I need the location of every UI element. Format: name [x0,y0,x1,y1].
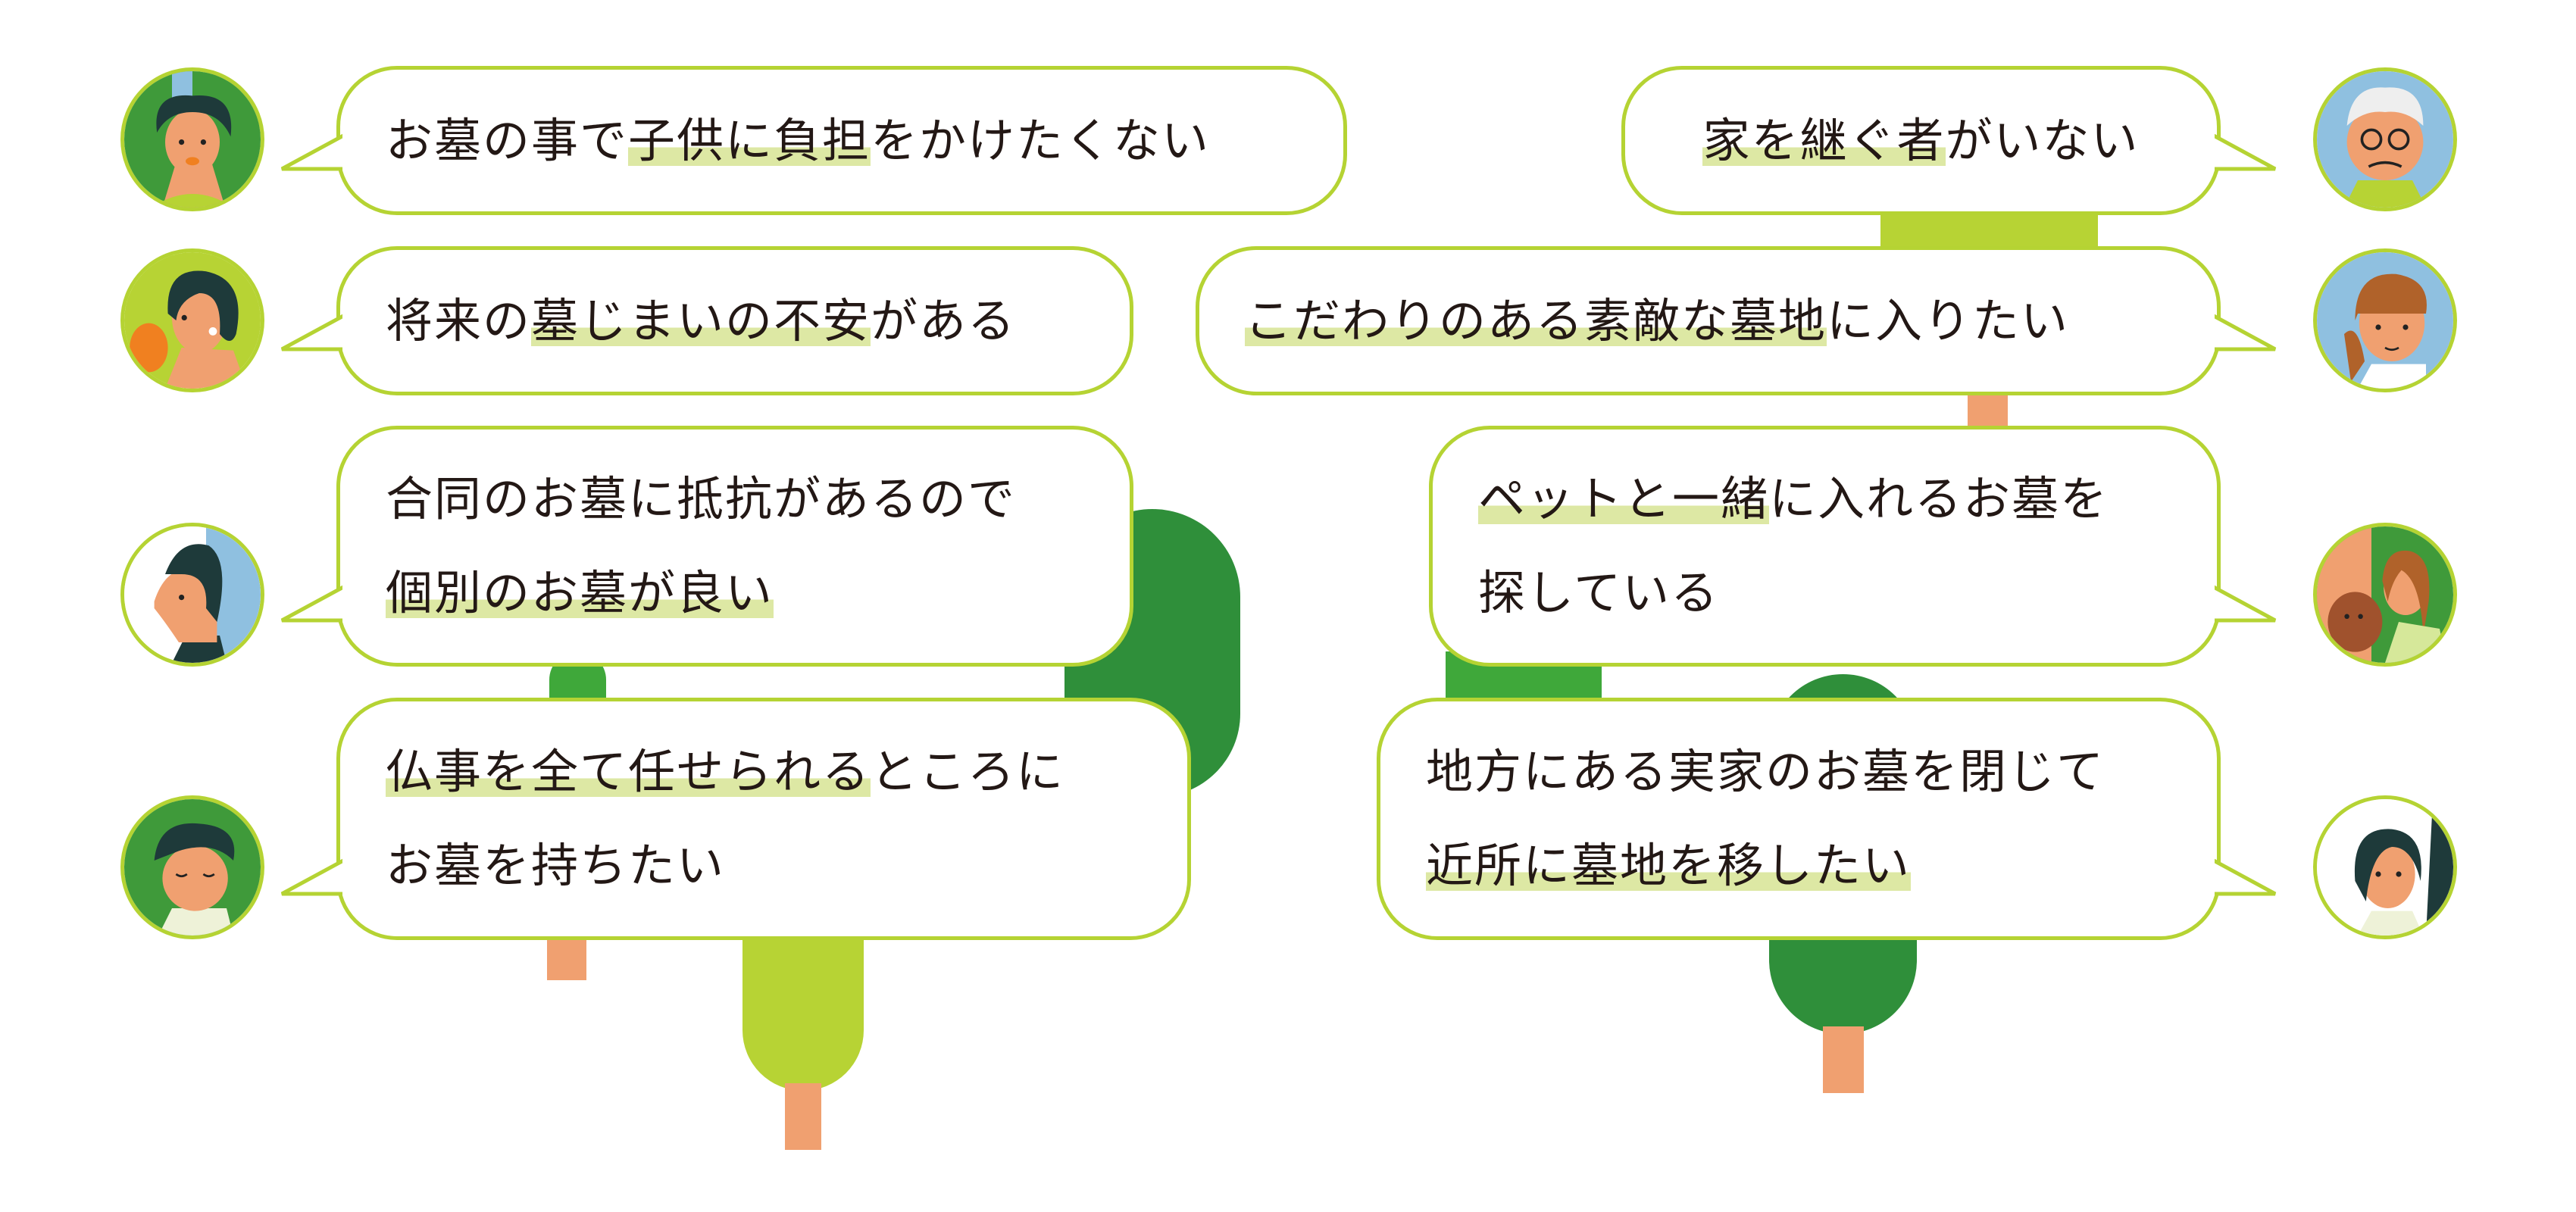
highlighted-text: 子供に負担 [628,112,871,168]
avatar-girl [2313,248,2457,392]
highlighted-text: 墓じまいの不安 [531,292,871,348]
bubble-text-line: 地方にある実家のお墓を閉じて [1426,725,2171,819]
speech-bubble-right-4: 地方にある実家のお墓を閉じて近所に墓地を移したい [1377,698,2277,940]
speech-bubble-right-1: 家を継ぐ者がいない [1621,66,2277,215]
bubble-text-line: お墓を持ちたい [386,819,1142,913]
bubble-text-line: 将来の墓じまいの不安がある [386,274,1084,368]
speech-bubble-left-4: 仏事を全て任せられるところにお墓を持ちたい [280,698,1191,940]
bubble-text: ところに [871,744,1065,799]
highlighted-text: こだわりのある素敵な墓地 [1245,292,1827,348]
bubble-text: 地方にある実家のお墓を閉じて [1426,744,2106,799]
avatar-woman-long-hair [2313,795,2457,939]
bubble-text-line: お墓の事で子供に負担をかけたくない [386,94,1298,188]
avatar-woman-bob-hair [120,248,264,392]
tree-trunk [785,1083,821,1150]
tree-trunk [1823,1026,1864,1093]
avatar-elderly-man-glasses [2313,67,2457,211]
speech-tail [2215,585,2277,623]
bubble-text: に入りたい [1827,292,2070,348]
bubble-text: 合同のお墓に抵抗があるので [386,471,1017,526]
bubble-text-line: 探している [1478,546,2171,640]
speech-tail [2215,133,2277,171]
highlighted-text: 個別のお墓が良い [386,565,774,620]
avatar-woman-with-dog [2313,523,2457,667]
avatar-woman-curly-hair [120,67,264,211]
highlighted-text: 仏事を全て任せられる [386,744,871,799]
speech-tail [2215,858,2277,896]
bubble-text-line: 家を継ぐ者がいない [1702,94,2139,188]
bubble-text: お墓を持ちたい [386,838,726,893]
speech-tail [280,585,342,623]
bubble-text: がいない [1945,112,2140,168]
speech-bubble-right-2: こだわりのある素敵な墓地に入りたい [1196,246,2277,395]
speech-bubble-left-3: 合同のお墓に抵抗があるので個別のお墓が良い [280,426,1133,667]
bubble-text: がある [871,292,1017,348]
bubble-text: 探している [1478,565,1720,620]
bubble-text: をかけたくない [871,112,1211,168]
speech-bubble-left-2: 将来の墓じまいの不安がある [280,246,1133,395]
highlighted-text: ペットと一緒 [1478,471,1770,526]
bubble-text: お墓の事で [386,112,629,168]
bubble-text-line: 合同のお墓に抵抗があるので [386,452,1084,546]
bubble-text-line: 個別のお墓が良い [386,546,1084,640]
speech-tail [280,133,342,171]
speech-tail [280,314,342,351]
speech-bubble-left-1: お墓の事で子供に負担をかけたくない [280,66,1347,215]
speech-tail [2215,314,2277,351]
avatar-man-profile [120,523,264,667]
bubble-text: 将来の [386,292,532,348]
speech-bubble-right-3: ペットと一緒に入れるお墓を探している [1429,426,2277,667]
bubble-text-line: 近所に墓地を移したい [1426,819,2171,913]
bubble-text-line: 仏事を全て任せられるところに [386,725,1142,819]
avatar-man-smiling [120,795,264,939]
highlighted-text: 家を継ぐ者 [1702,112,1946,168]
speech-tail [280,858,342,896]
bubble-text-line: こだわりのある素敵な墓地に入りたい [1245,274,2171,368]
highlighted-text: 近所に墓地を移したい [1426,838,1912,893]
bubble-text: に入れるお墓を [1769,471,2109,526]
bubble-text-line: ペットと一緒に入れるお墓を [1478,452,2171,546]
